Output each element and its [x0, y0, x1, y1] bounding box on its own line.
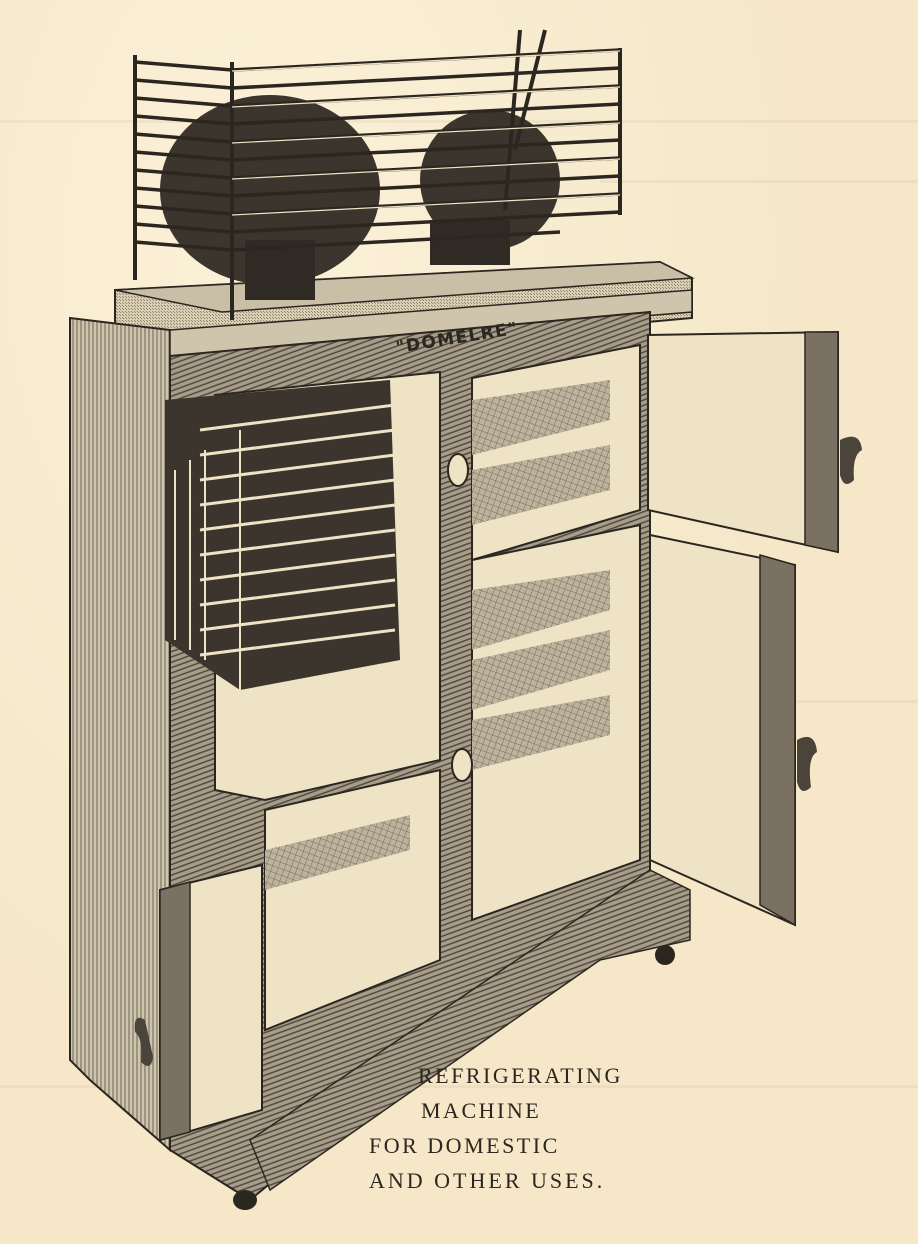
caption-line-2: MACHINE [421, 1098, 542, 1123]
shelf [265, 815, 410, 890]
paper-texture-line [0, 1085, 918, 1088]
shelf [472, 380, 610, 455]
door-latch-icon [797, 736, 817, 791]
latch-plate-icon [447, 453, 469, 487]
latch-plate-icon [451, 748, 473, 782]
shelf [472, 445, 610, 525]
paper-texture-line [700, 700, 918, 703]
shelf [472, 695, 610, 770]
caster-icon [233, 1190, 257, 1210]
caption-line-3: FOR DOMESTIC [369, 1133, 560, 1158]
paper-texture-line [600, 180, 918, 183]
shelf [472, 570, 610, 650]
caption-line-1: REFRIGERATING [418, 1063, 623, 1088]
caption-line-4: AND OTHER USES. [369, 1168, 606, 1193]
cabinet-top [169, 289, 693, 357]
cooling-coils [165, 380, 400, 690]
door-latch-icon [134, 1017, 153, 1066]
door-latch-icon [840, 436, 862, 484]
cabinet-base [249, 869, 691, 1192]
cabinet-side [69, 316, 171, 1153]
caster-icon [655, 945, 675, 965]
shelf [472, 630, 610, 710]
